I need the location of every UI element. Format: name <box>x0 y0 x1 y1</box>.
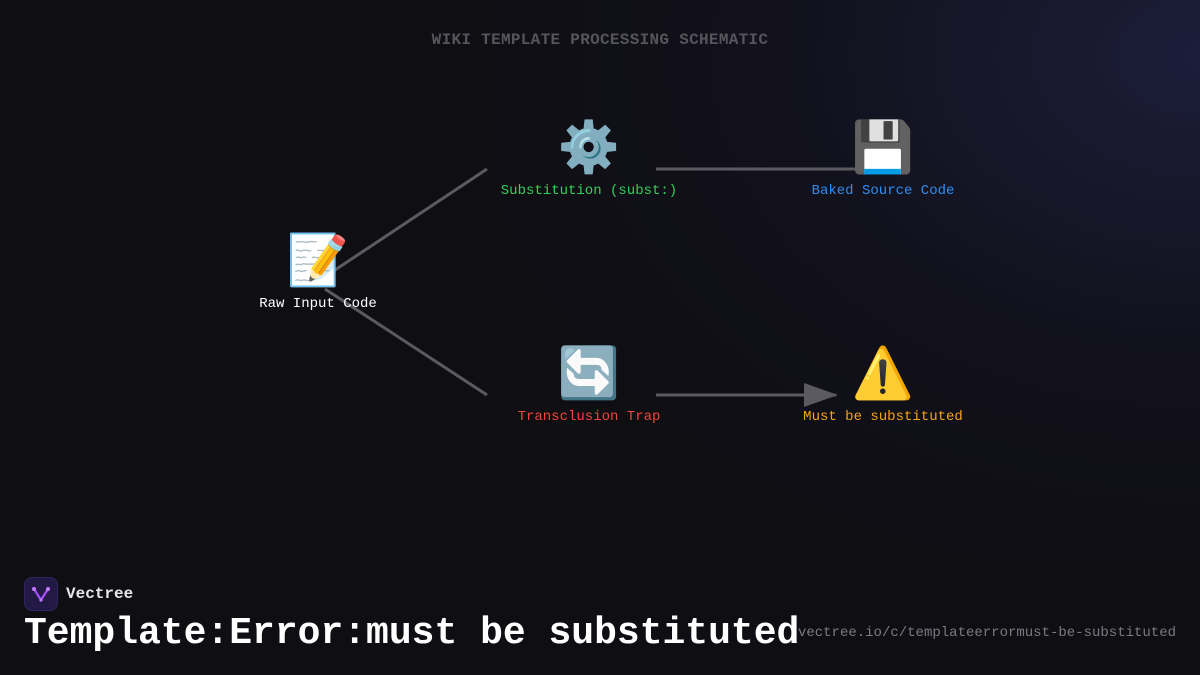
node-label-baked-source: Baked Source Code <box>811 183 955 199</box>
cycle-arrows-icon: 🔄 <box>557 344 621 402</box>
node-substitution: ⚙️ Substitution (subst:) <box>469 117 709 199</box>
node-label-substitution: Substitution (subst:) <box>500 183 678 199</box>
node-label-raw-input: Raw Input Code <box>259 296 377 312</box>
brand-name: Vectree <box>66 585 134 603</box>
node-transclusion-trap: 🔄 Transclusion Trap <box>469 343 709 425</box>
source-url[interactable]: vectree.io/c/templateerrormust-be-substi… <box>797 625 1176 641</box>
page-title: Template:Error:must be substituted <box>24 612 800 655</box>
node-baked-source: 💾 Baked Source Code <box>763 117 1003 199</box>
gear-icon: ⚙️ <box>557 118 621 176</box>
edge-raw-to-substitution <box>331 167 488 274</box>
diagram-heading: WIKI TEMPLATE PROCESSING SCHEMATIC <box>431 31 769 49</box>
node-must-be-substituted: ⚠️ Must be substituted <box>763 343 1003 425</box>
edge-raw-to-transclusion <box>324 287 488 397</box>
vectree-logo-icon <box>24 577 58 611</box>
warning-icon: ⚠️ <box>851 344 915 402</box>
brand: Vectree <box>24 577 133 611</box>
floppy-disk-icon: 💾 <box>851 118 915 176</box>
node-raw-input: 📝 Raw Input Code <box>198 230 438 312</box>
node-label-must-be-substituted: Must be substituted <box>803 409 963 425</box>
memo-icon: 📝 <box>286 231 350 289</box>
node-label-transclusion-trap: Transclusion Trap <box>517 409 661 425</box>
